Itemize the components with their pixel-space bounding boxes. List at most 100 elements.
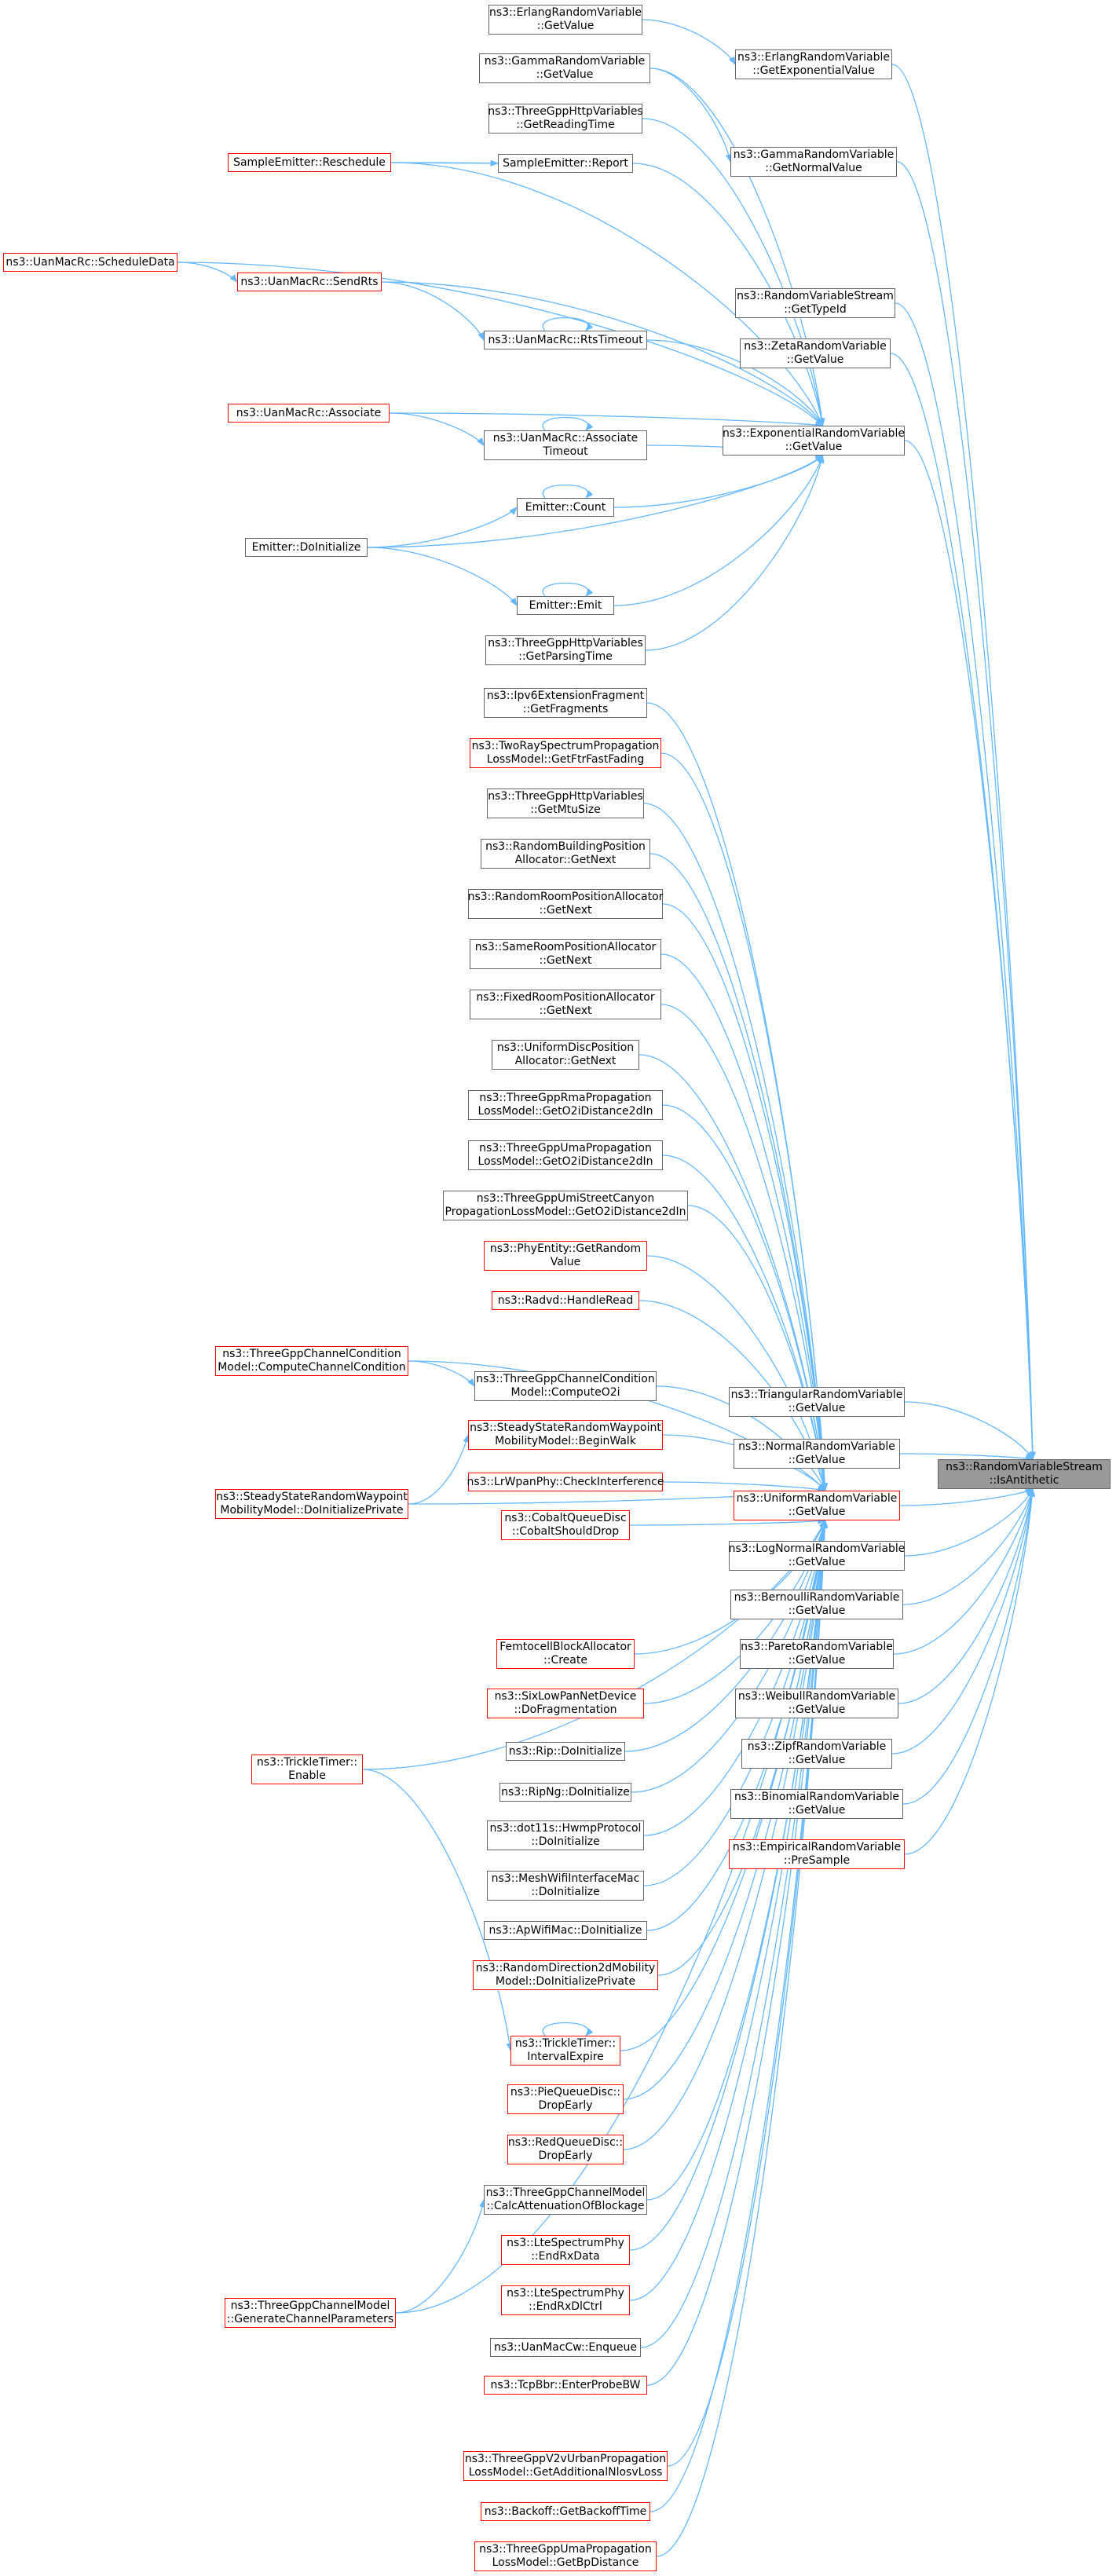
function-node-ripng-doinit[interactable]: ns3::RipNg::DoInitialize [499,1783,631,1802]
function-node-pareto-gv[interactable]: ns3::ParetoRandomVariable::GetValue [740,1639,894,1669]
function-node-http-reading[interactable]: ns3::ThreeGppHttpVariables::GetReadingTi… [488,104,643,134]
function-node-weibull-gv[interactable]: ns3::WeibullRandomVariable::GetValue [735,1689,898,1718]
function-node-emitter-count[interactable]: Emitter::Count [517,498,614,517]
function-node-label: ns3::Radvd::HandleRead [497,1293,634,1307]
call-edge-pareto-gv-to-root [893,1487,1035,1655]
function-node-trickle-enable[interactable]: ns3::TrickleTimer::Enable [251,1755,363,1784]
function-node-fixed-room[interactable]: ns3::FixedRoomPositionAllocator::GetNext [470,990,661,1019]
function-node-label: LossModel::GetO2iDistance2dIn [478,1105,653,1118]
function-node-rip-doinit[interactable]: ns3::Rip::DoInitialize [506,1742,625,1761]
function-node-root[interactable]: ns3::RandomVariableStream::IsAntithetic [938,1459,1111,1489]
function-node-label: ns3::UanMacRc::ScheduleData [5,255,175,269]
function-node-exp-gv[interactable]: ns3::ExponentialRandomVariable::GetValue [723,426,905,456]
function-node-uanmaccw[interactable]: ns3::UanMacCw::Enqueue [490,2338,641,2357]
function-node-sixlowpan[interactable]: ns3::SixLowPanNetDevice::DoFragmentation [487,1689,644,1718]
function-node-femto[interactable]: FemtocellBlockAllocator::Create [496,1639,635,1669]
function-node-rvs-typeid[interactable]: ns3::RandomVariableStream::GetTypeId [735,288,895,318]
function-node-apwifi-doinit[interactable]: ns3::ApWifiMac::DoInitialize [484,1921,647,1940]
function-node-trickle-interval[interactable]: ns3::TrickleTimer::IntervalExpire [510,2036,620,2066]
function-node-ipv6-frag[interactable]: ns3::Ipv6ExtensionFragment::GetFragments [484,688,647,718]
function-node-radvd[interactable]: ns3::Radvd::HandleRead [492,1291,639,1310]
function-node-label: ns3::RandomDirection2dMobility [475,1962,656,1974]
function-node-label: ns3::PieQueueDisc:: [510,2086,621,2098]
function-node-label: ns3::Backoff::GetBackoffTime [484,2505,647,2518]
function-node-uniform-gv[interactable]: ns3::UniformRandomVariable::GetValue [734,1491,900,1520]
function-node-label: SampleEmitter::Report [503,156,628,170]
call-edge-http-reading-to-exp-gv [642,118,825,427]
function-node-lognormal-gv[interactable]: ns3::LogNormalRandomVariable::GetValue [729,1541,905,1571]
call-edge-emitter-count-to-exp-gv [613,455,824,508]
function-node-hwmp-doinit[interactable]: ns3::dot11s::HwmpProtocol::DoInitialize [487,1820,644,1850]
function-node-label: ns3::UniformDiscPosition [496,1041,635,1054]
function-node-se-report[interactable]: SampleEmitter::Report [498,154,633,173]
call-edge-bernoulli-gv-to-root [902,1488,1034,1605]
call-edge-trickle-interval-to-trickle-interval [542,2022,594,2036]
function-node-label: ::EndRxData [531,2250,600,2263]
function-node-label: MobilityModel::BeginWalk [495,1435,636,1447]
function-node-empirical-presample[interactable]: ns3::EmpiricalRandomVariable::PreSample [729,1839,905,1869]
function-node-label: Allocator::GetNext [514,1055,617,1067]
function-node-zipf-gv[interactable]: ns3::ZipfRandomVariable::GetValue [741,1739,892,1769]
function-node-meshwifi-doinit[interactable]: ns3::MeshWifiInterfaceMac::DoInitialize [487,1871,644,1901]
function-node-rand-room[interactable]: ns3::RandomRoomPositionAllocator::GetNex… [468,889,663,919]
function-node-cobalt[interactable]: ns3::CobaltQueueDisc::CobaltShouldDrop [501,1510,630,1540]
function-node-label: ns3::LteSpectrumPhy [507,2287,624,2300]
function-node-lrwpan[interactable]: ns3::LrWpanPhy::CheckInterference [467,1473,664,1491]
function-node-bernoulli-gv[interactable]: ns3::BernoulliRandomVariable::GetValue [730,1590,903,1619]
function-node-binomial-gv[interactable]: ns3::BinomialRandomVariable::GetValue [730,1789,903,1819]
function-node-gamma-gnv[interactable]: ns3::GammaRandomVariable::GetNormalValue [730,147,897,177]
function-node-erlang-gv[interactable]: ns3::ErlangRandomVariable::GetValue [488,5,642,35]
function-node-emitter-doinit[interactable]: Emitter::DoInitialize [245,538,368,557]
function-node-normal-gv[interactable]: ns3::NormalRandomVariable::GetValue [734,1439,900,1469]
function-node-lte-endrxdlctrl[interactable]: ns3::LteSpectrumPhy::EndRxDlCtrl [501,2285,630,2315]
function-node-zeta-gv[interactable]: ns3::ZetaRandomVariable::GetValue [740,338,891,368]
function-node-label: ns3::ParetoRandomVariable [741,1641,893,1653]
function-node-pie-drop[interactable]: ns3::PieQueueDisc::DropEarly [507,2084,624,2114]
function-node-label: Emitter::Emit [529,598,602,612]
function-node-uan-scheduledata[interactable]: ns3::UanMacRc::ScheduleData [3,253,177,272]
function-node-label: ns3::RedQueueDisc:: [507,2136,624,2149]
call-edge-chan-cond-compute-to-uniform-gv [408,1360,826,1491]
call-edge-emitter-count-to-emitter-count [542,484,594,499]
function-node-label: ::GetValue [536,68,594,81]
function-node-gamma-gv[interactable]: ns3::GammaRandomVariable::GetValue [479,53,650,83]
function-node-red-drop[interactable]: ns3::RedQueueDisc::DropEarly [507,2135,624,2164]
function-node-label: ns3::LrWpanPhy::CheckInterference [467,1475,664,1488]
function-node-label: LossModel::GetFtrFastFading [486,753,645,766]
function-node-erlang-gev[interactable]: ns3::ErlangRandomVariable::GetExponentia… [735,49,892,79]
function-node-label: ns3::LogNormalRandomVariable [728,1542,906,1555]
function-node-uan-sendrts[interactable]: ns3::UanMacRc::SendRts [237,273,382,291]
function-node-uan-rtstimeout[interactable]: ns3::UanMacRc::RtsTimeout [484,331,647,349]
function-node-tri-gv[interactable]: ns3::TriangularRandomVariable::GetValue [729,1387,905,1417]
function-node-se-reschedule[interactable]: SampleEmitter::Reschedule [228,153,391,172]
function-node-http-mtu[interactable]: ns3::ThreeGppHttpVariables::GetMtuSize [487,789,644,818]
function-node-uan-associate[interactable]: ns3::UanMacRc::Associate [228,404,390,423]
function-node-emitter-emit[interactable]: Emitter::Emit [517,596,614,615]
function-node-backoff[interactable]: ns3::Backoff::GetBackoffTime [481,2502,650,2521]
function-node-tcpbbr[interactable]: ns3::TcpBbr::EnterProbeBW [484,2376,647,2395]
function-node-label: ns3::ZetaRandomVariable [744,340,887,353]
function-node-label: ::CalcAttenuationOfBlockage [486,2200,645,2212]
call-edge-lognormal-gv-to-root [904,1488,1034,1557]
function-node-lte-endrxdata[interactable]: ns3::LteSpectrumPhy::EndRxData [501,2235,630,2265]
function-node-label: ns3::ErlangRandomVariable [737,51,890,64]
function-node-http-parsing[interactable]: ns3::ThreeGppHttpVariables::GetParsingTi… [485,635,646,665]
function-node-chan-genparams[interactable]: ns3::ThreeGppChannelModel::GenerateChann… [225,2298,396,2328]
function-node-chan-blockage[interactable]: ns3::ThreeGppChannelModel::CalcAttenuati… [484,2185,647,2215]
function-node-same-room[interactable]: ns3::SameRoomPositionAllocator::GetNext [470,939,661,969]
